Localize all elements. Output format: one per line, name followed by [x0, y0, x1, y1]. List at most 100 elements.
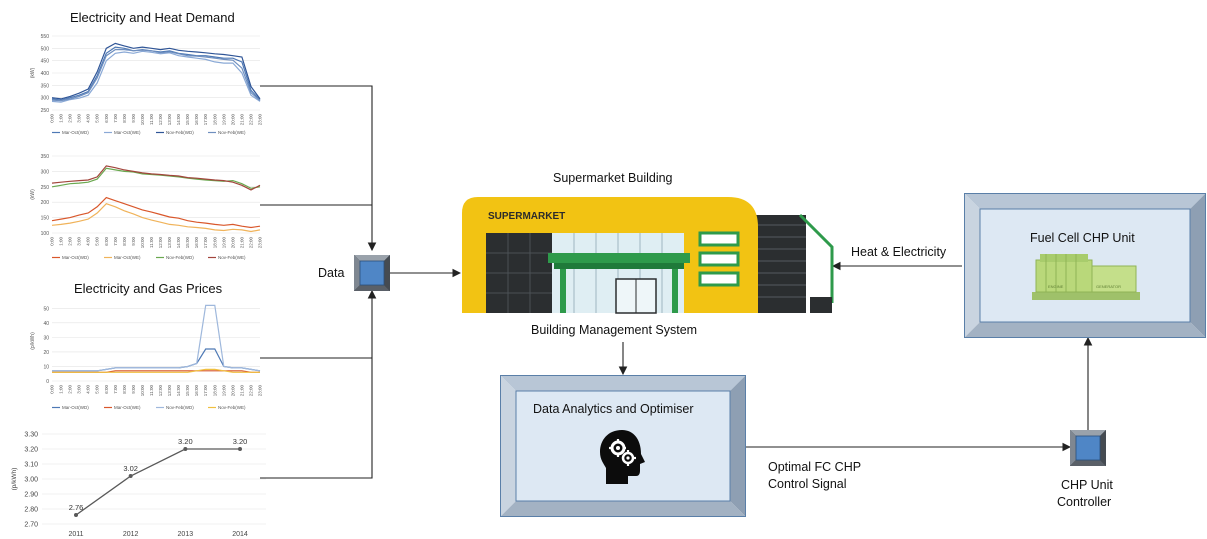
x-tick-label: 23:00 — [258, 237, 263, 249]
x-tick-label: 16:00 — [194, 114, 199, 126]
x-tick-label: 10:00 — [140, 114, 145, 126]
x-tick-label: 11:00 — [149, 385, 154, 396]
legend-label: Nov-Feb(WD) — [166, 255, 194, 260]
x-tick-label: 10:00 — [140, 237, 145, 249]
x-tick-label: 5:00 — [95, 237, 100, 246]
x-tick-label: 21:00 — [239, 385, 244, 397]
y-tick-label: 3.00 — [24, 477, 38, 484]
data-node-icon — [354, 255, 390, 291]
legend-label: Mar-Oct(WD) — [62, 405, 89, 410]
supermarket-title: Supermarket Building — [553, 171, 673, 185]
x-tick-label: 8:00 — [122, 385, 127, 394]
x-tick-label: 12:00 — [158, 237, 163, 249]
x-tick-label: 16:00 — [194, 385, 199, 397]
x-tick-label: 2012 — [123, 531, 139, 538]
y-tick-label: 500 — [41, 46, 50, 52]
x-tick-label: 3:00 — [77, 385, 82, 394]
x-tick-label: 13:00 — [167, 114, 172, 126]
y-tick-label: 100 — [41, 231, 50, 237]
x-tick-label: 3:00 — [77, 114, 82, 123]
y-tick-label: 350 — [41, 83, 50, 89]
x-tick-label: 0:00 — [50, 385, 55, 394]
y-axis-label: (p/kWh) — [11, 468, 18, 491]
x-tick-label: 18:00 — [212, 237, 217, 249]
legend-label: Nov-Feb(WE) — [218, 130, 246, 135]
x-tick-label: 23:00 — [258, 114, 263, 126]
x-tick-label: 22:00 — [248, 385, 253, 397]
x-tick-label: 17:00 — [203, 385, 208, 397]
x-tick-label: 15:00 — [185, 385, 190, 397]
bms-label: Building Management System — [531, 323, 698, 337]
data-point — [74, 513, 78, 517]
x-tick-label: 2011 — [68, 531, 83, 538]
x-tick-label: 10:00 — [140, 385, 145, 397]
y-tick-label: 20 — [43, 350, 49, 356]
x-tick-label: 18:00 — [212, 385, 217, 397]
y-axis-label: (p/kWh) — [30, 332, 36, 350]
x-tick-label: 9:00 — [131, 114, 136, 123]
x-tick-label: 5:00 — [95, 385, 100, 394]
data-label: 3.02 — [123, 464, 138, 473]
x-tick-label: 14:00 — [176, 385, 181, 397]
data-point — [238, 447, 242, 451]
series-line — [51, 203, 261, 233]
x-tick-label: 9:00 — [131, 237, 136, 246]
x-tick-label: 23:00 — [258, 385, 263, 397]
x-tick-label: 5:00 — [95, 114, 100, 123]
x-tick-label: 21:00 — [239, 237, 244, 249]
y-tick-label: 250 — [41, 185, 50, 191]
y-tick-label: 50 — [43, 306, 49, 312]
x-tick-label: 2013 — [178, 531, 194, 538]
x-tick-label: 20:00 — [230, 237, 235, 249]
legend-label: Mar-Oct(WE) — [114, 405, 141, 410]
series-line — [52, 368, 260, 373]
y-axis-label: (kW) — [30, 67, 36, 78]
series-line — [51, 165, 261, 191]
x-tick-label: 4:00 — [86, 385, 91, 394]
data-point — [128, 474, 133, 478]
controller-label-line2: Controller — [1057, 495, 1112, 509]
x-tick-label: 14:00 — [176, 114, 181, 126]
legend-label: Nov-Feb(WE) — [218, 255, 246, 260]
y-tick-label: 3.10 — [24, 462, 38, 469]
y-tick-label: 10 — [43, 364, 49, 370]
x-tick-label: 19:00 — [221, 237, 226, 249]
x-tick-label: 3:00 — [77, 237, 82, 246]
x-tick-label: 6:00 — [104, 114, 109, 123]
line-price2-to-data — [260, 289, 377, 479]
x-tick-label: 17:00 — [203, 237, 208, 249]
line-demand1-to-data — [260, 85, 377, 252]
x-tick-label: 14:00 — [176, 237, 181, 249]
legend-label: Nov-Feb(WD) — [166, 405, 194, 410]
x-tick-label: 11:00 — [149, 114, 154, 125]
series-line — [51, 42, 261, 100]
y-tick-label: 400 — [41, 71, 50, 77]
series-line — [51, 49, 261, 102]
controller-label-line1: CHP Unit — [1061, 478, 1113, 492]
y-tick-label: 200 — [41, 200, 50, 206]
y-tick-label: 550 — [41, 34, 50, 40]
series-line — [51, 196, 261, 229]
y-tick-label: 3.30 — [24, 432, 38, 439]
data-label: 3.20 — [178, 437, 193, 446]
x-tick-label: 1:00 — [59, 114, 64, 123]
y-tick-label: 30 — [43, 335, 49, 341]
heat-electricity-label: Heat & Electricity — [851, 245, 947, 259]
y-tick-label: 300 — [41, 96, 50, 102]
x-tick-label: 22:00 — [248, 114, 253, 126]
x-tick-label: 21:00 — [239, 114, 244, 126]
x-tick-label: 20:00 — [230, 385, 235, 397]
head-gears-icon — [600, 430, 645, 484]
data-label: 2.76 — [69, 503, 84, 512]
x-tick-label: 15:00 — [185, 237, 190, 249]
legend-label: Mar-Oct(WE) — [114, 255, 141, 260]
data-label: 3.20 — [233, 437, 248, 446]
supermarket-building-icon: SUPERMARKET — [462, 197, 834, 314]
x-tick-label: 8:00 — [122, 237, 127, 246]
x-tick-label: 19:00 — [221, 114, 226, 126]
x-tick-label: 17:00 — [203, 114, 208, 126]
legend-label: Mar-Oct(WD) — [62, 255, 89, 260]
y-tick-label: 0 — [46, 379, 49, 385]
data-point — [183, 447, 188, 451]
